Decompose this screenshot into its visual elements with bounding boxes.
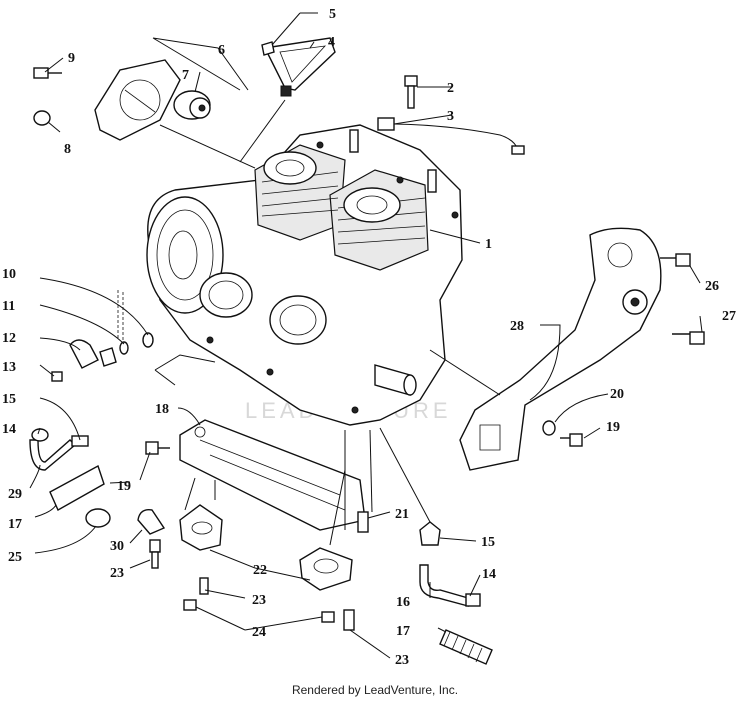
callout-18: 18 [155, 402, 169, 417]
nut-24-right [321, 611, 335, 623]
clamp-30 [137, 509, 166, 535]
spring-17-left [49, 464, 105, 511]
mount-22-left [179, 504, 223, 551]
callout-23c: 23 [395, 653, 409, 668]
clamp-12 [69, 339, 117, 369]
fitting-15-right [419, 521, 441, 546]
callout-6: 6 [218, 43, 225, 58]
callout-28: 28 [510, 319, 524, 334]
callout-4: 4 [328, 35, 335, 50]
callout-17b: 17 [396, 624, 410, 639]
callout-27: 27 [722, 309, 736, 324]
washer-10 [142, 332, 154, 348]
bolt-23-left [149, 539, 161, 569]
bolt-13 [51, 371, 63, 382]
bolt-27 [672, 331, 705, 345]
bolt-21 [357, 511, 369, 533]
callout-19a: 19 [117, 479, 131, 494]
bushing-7 [173, 90, 211, 120]
bolt-9 [33, 67, 62, 79]
ring-25 [85, 508, 111, 528]
callout-23a: 23 [110, 566, 124, 581]
spring-17-right [439, 629, 493, 665]
mount-22-right [299, 547, 353, 591]
callout-22: 22 [253, 563, 267, 578]
callout-2: 2 [447, 81, 454, 96]
callout-7: 7 [182, 68, 189, 83]
callout-15b: 15 [481, 535, 495, 550]
callout-numbers: 1 2 3 4 5 6 7 8 9 10 11 12 13 15 14 29 1… [2, 7, 736, 668]
pulley-cover [94, 59, 181, 141]
engine-bracket [459, 227, 662, 471]
engine-assembly [146, 124, 463, 426]
callout-1: 1 [485, 237, 492, 252]
callout-23b: 23 [252, 593, 266, 608]
callout-16: 16 [396, 595, 410, 610]
callout-24: 24 [252, 625, 266, 640]
starter-handle [263, 37, 336, 97]
callout-30: 30 [110, 539, 124, 554]
callout-10: 10 [2, 267, 16, 282]
clip-5 [261, 41, 275, 56]
callout-3: 3 [447, 109, 454, 124]
bolt-23-right [343, 609, 355, 631]
callout-20: 20 [610, 387, 624, 402]
callout-29: 29 [8, 487, 22, 502]
washer-11 [119, 341, 129, 355]
bolt-19-left [145, 441, 170, 455]
callout-11: 11 [2, 299, 15, 314]
footer-credit: Rendered by LeadVenture, Inc. [291, 683, 459, 697]
nut-24-left [183, 599, 197, 611]
bolt-26 [660, 253, 691, 267]
callout-15a: 15 [2, 392, 16, 407]
bolt-19-right [560, 433, 583, 447]
callout-5: 5 [329, 7, 336, 22]
callout-8: 8 [64, 142, 71, 157]
callout-9: 9 [68, 51, 75, 66]
hose-fitting-left [29, 428, 89, 471]
callout-25: 25 [8, 550, 22, 565]
callout-12: 12 [2, 331, 16, 346]
callout-26: 26 [705, 279, 719, 294]
callout-14b: 14 [482, 567, 496, 582]
bolt-2 [404, 75, 418, 109]
leader-lines [29, 12, 703, 659]
callout-19b: 19 [606, 420, 620, 435]
washer-20 [542, 420, 556, 436]
callout-13: 13 [2, 360, 16, 375]
callout-17a: 17 [8, 517, 22, 532]
bolt-23-mid [199, 577, 209, 595]
hose-16 [419, 564, 481, 607]
callout-14a: 14 [2, 422, 16, 437]
nut-8 [33, 110, 51, 126]
callout-21: 21 [395, 507, 409, 522]
